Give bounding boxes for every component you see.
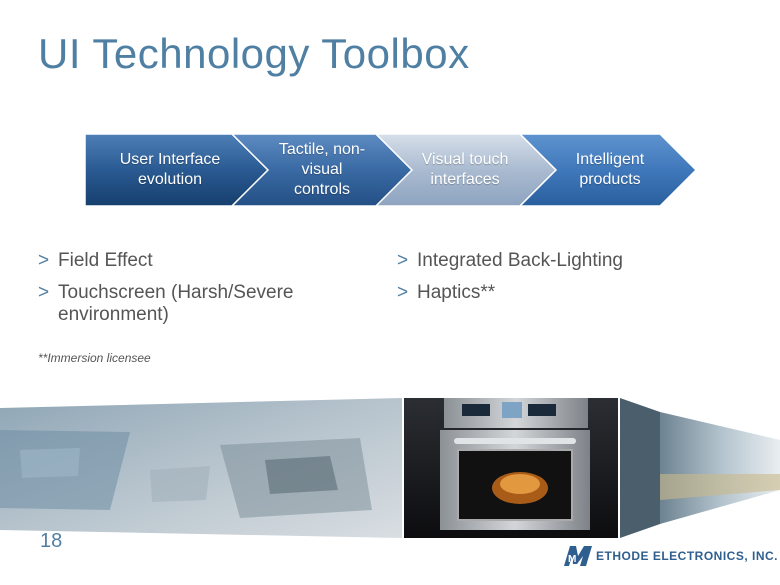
chevron-label-3: Visual touch interfaces — [421, 151, 509, 188]
bullet-item: > Integrated Back-Lighting — [397, 250, 623, 272]
logo-initial: M — [568, 554, 576, 565]
company-logo: M ETHODE ELECTRONICS, INC. — [560, 542, 778, 570]
chevron-label-1: User Interface evolution — [119, 151, 221, 188]
bullet-list-left: > Field Effect > Touchscreen (Harsh/Seve… — [38, 250, 318, 336]
slide-title: UI Technology Toolbox — [38, 30, 470, 77]
bullet-item: > Haptics** — [397, 282, 623, 304]
touchscreen-panel-photo — [0, 398, 402, 538]
chevron-label-4: Intelligent products — [575, 151, 645, 188]
wall-oven-photo — [404, 398, 618, 538]
bullet-text: Touchscreen (Harsh/Severe environment) — [58, 282, 294, 325]
bullet-text: Field Effect — [58, 250, 153, 271]
methode-logo-icon: M — [564, 546, 592, 566]
photo-strip — [0, 398, 780, 538]
chevron-label-2: Tactile, non- visual controls — [278, 141, 366, 198]
bullet-text: Haptics** — [417, 282, 496, 303]
page-number: 18 — [40, 530, 63, 552]
bullet-marker: > — [397, 250, 409, 271]
bullet-text: Integrated Back-Lighting — [417, 250, 623, 271]
landscape-photo — [620, 398, 780, 538]
bullet-item: > Field Effect — [38, 250, 318, 272]
chevron-4 — [518, 133, 698, 207]
brand-name: ETHODE ELECTRONICS, INC. — [596, 549, 779, 563]
bullet-marker: > — [397, 282, 409, 303]
bullet-list-right: > Integrated Back-Lighting > Haptics** — [397, 250, 623, 314]
footnote: **Immersion licensee — [38, 351, 151, 365]
bullet-marker: > — [38, 250, 50, 271]
bullet-marker: > — [38, 282, 50, 303]
bullet-item: > Touchscreen (Harsh/Severe environment) — [38, 282, 318, 326]
